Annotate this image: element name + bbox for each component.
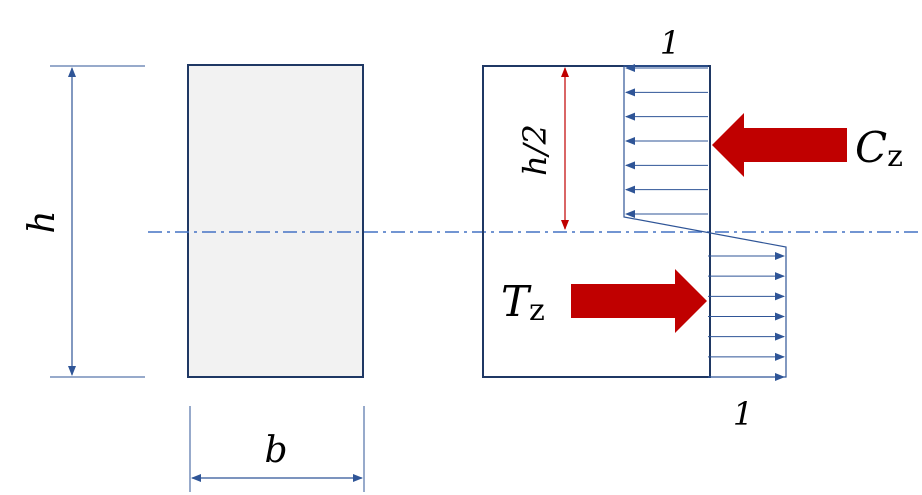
cross-section-rectangle bbox=[187, 64, 364, 378]
compression-force: Cz bbox=[712, 113, 903, 177]
half-height-dimension: h/2 bbox=[516, 67, 569, 230]
half-height-label: h/2 bbox=[516, 124, 554, 176]
stress-distribution: 1 1 bbox=[623, 24, 787, 433]
tension-force-main: T bbox=[501, 277, 532, 326]
tension-arrows bbox=[708, 252, 785, 381]
tension-force-sub: z bbox=[529, 293, 545, 328]
width-label: b bbox=[264, 430, 287, 471]
tension-force: Tz bbox=[501, 269, 707, 333]
side-view-rectangle bbox=[482, 65, 711, 378]
compression-force-label: Cz bbox=[855, 123, 903, 174]
compression-force-main: C bbox=[855, 123, 887, 172]
stress-profile-outline bbox=[623, 65, 787, 378]
tension-force-label: Tz bbox=[501, 277, 545, 328]
height-dimension: h bbox=[22, 65, 145, 378]
top-stress-value: 1 bbox=[660, 24, 680, 62]
width-dimension: b bbox=[189, 406, 365, 492]
bottom-stress-value: 1 bbox=[733, 395, 753, 433]
compression-force-arrow bbox=[712, 113, 847, 177]
height-label: h bbox=[22, 210, 63, 233]
tension-force-arrow bbox=[571, 269, 707, 333]
compression-force-sub: z bbox=[887, 139, 903, 174]
compression-arrows bbox=[625, 64, 708, 218]
